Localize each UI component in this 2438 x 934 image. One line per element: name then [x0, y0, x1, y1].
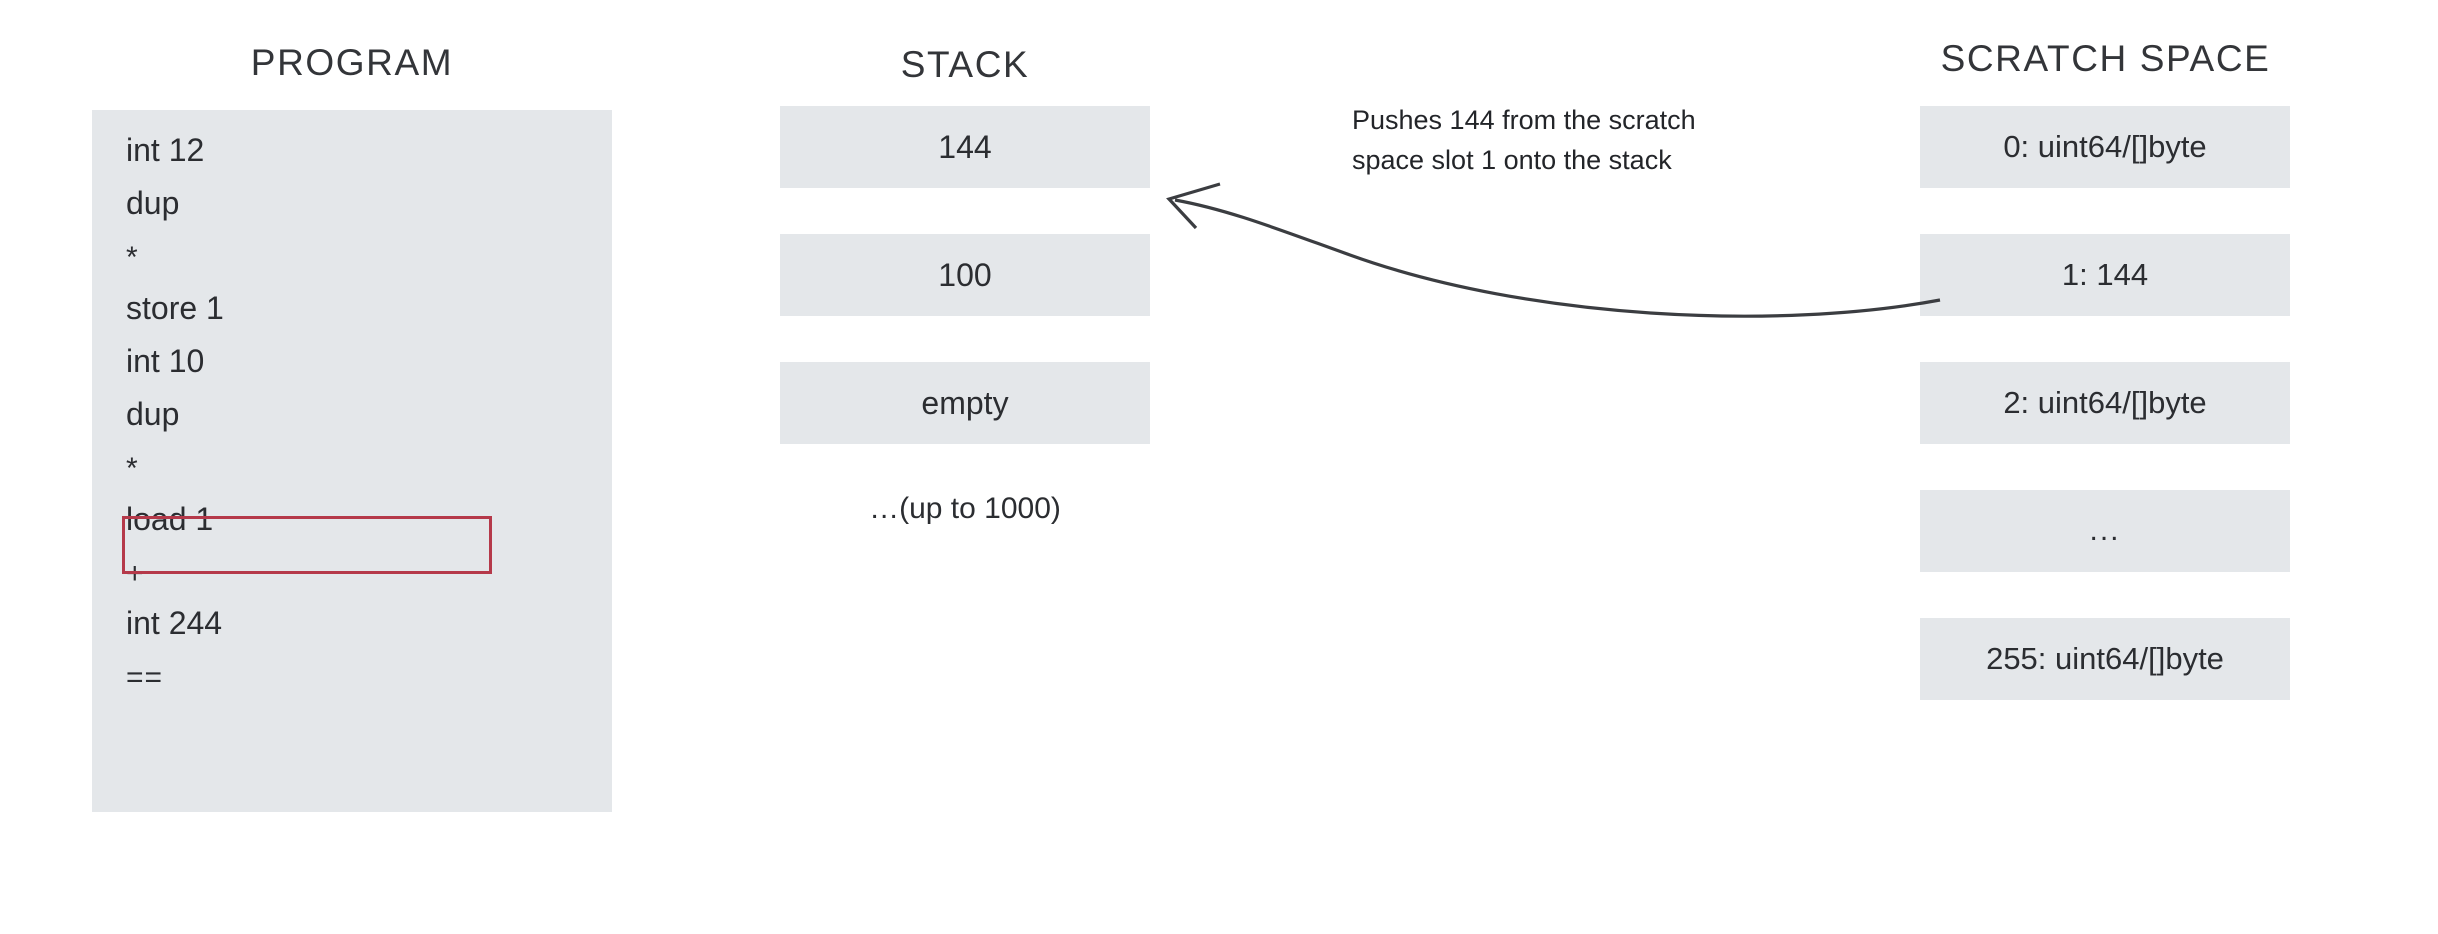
program-line-6: * — [126, 452, 139, 485]
annotation-text: Pushes 144 from the scratch space slot 1… — [1352, 100, 1832, 180]
scratch-cell: 1: 144 — [1920, 234, 2290, 316]
stack-cell: empty — [780, 362, 1150, 444]
scratch-to-stack-arrow-curve — [1174, 198, 1941, 318]
program-line-4: int 10 — [126, 343, 205, 379]
scratch-cell: ... — [1920, 490, 2290, 572]
scratch-cell: 0: uint64/[]byte — [1920, 106, 2290, 188]
program-panel: int 12 dup * store 1 int 10 dup * load 1… — [92, 110, 612, 812]
program-line-1: dup — [126, 185, 180, 221]
stack-heading: STACK — [900, 44, 1030, 85]
program-line-9: int 244 — [126, 605, 223, 641]
scratch-cell: 255: uint64/[]byte — [1920, 618, 2290, 700]
annotation-line-2: space slot 1 onto the stack — [1352, 145, 1672, 175]
arrowhead-icon — [1166, 182, 1221, 230]
annotation-line-1: Pushes 144 from the scratch — [1352, 105, 1696, 135]
program-line-2: * — [126, 241, 139, 274]
program-line-5: dup — [126, 396, 180, 432]
program-line-10: == — [126, 661, 164, 694]
stack-capacity-note: …(up to 1000) — [869, 492, 1061, 525]
program-line-3: store 1 — [126, 290, 224, 326]
program-line-0: int 12 — [126, 132, 205, 168]
program-line-7: load 1 — [126, 501, 214, 537]
stack-cell: 144 — [780, 106, 1150, 188]
scratch-cell: 2: uint64/[]byte — [1920, 362, 2290, 444]
current-instruction-highlight — [122, 516, 492, 574]
program-heading: PROGRAM — [250, 42, 454, 83]
stack-cell: 100 — [780, 234, 1150, 316]
scratch-space-heading: SCRATCH SPACE — [1940, 38, 2271, 79]
